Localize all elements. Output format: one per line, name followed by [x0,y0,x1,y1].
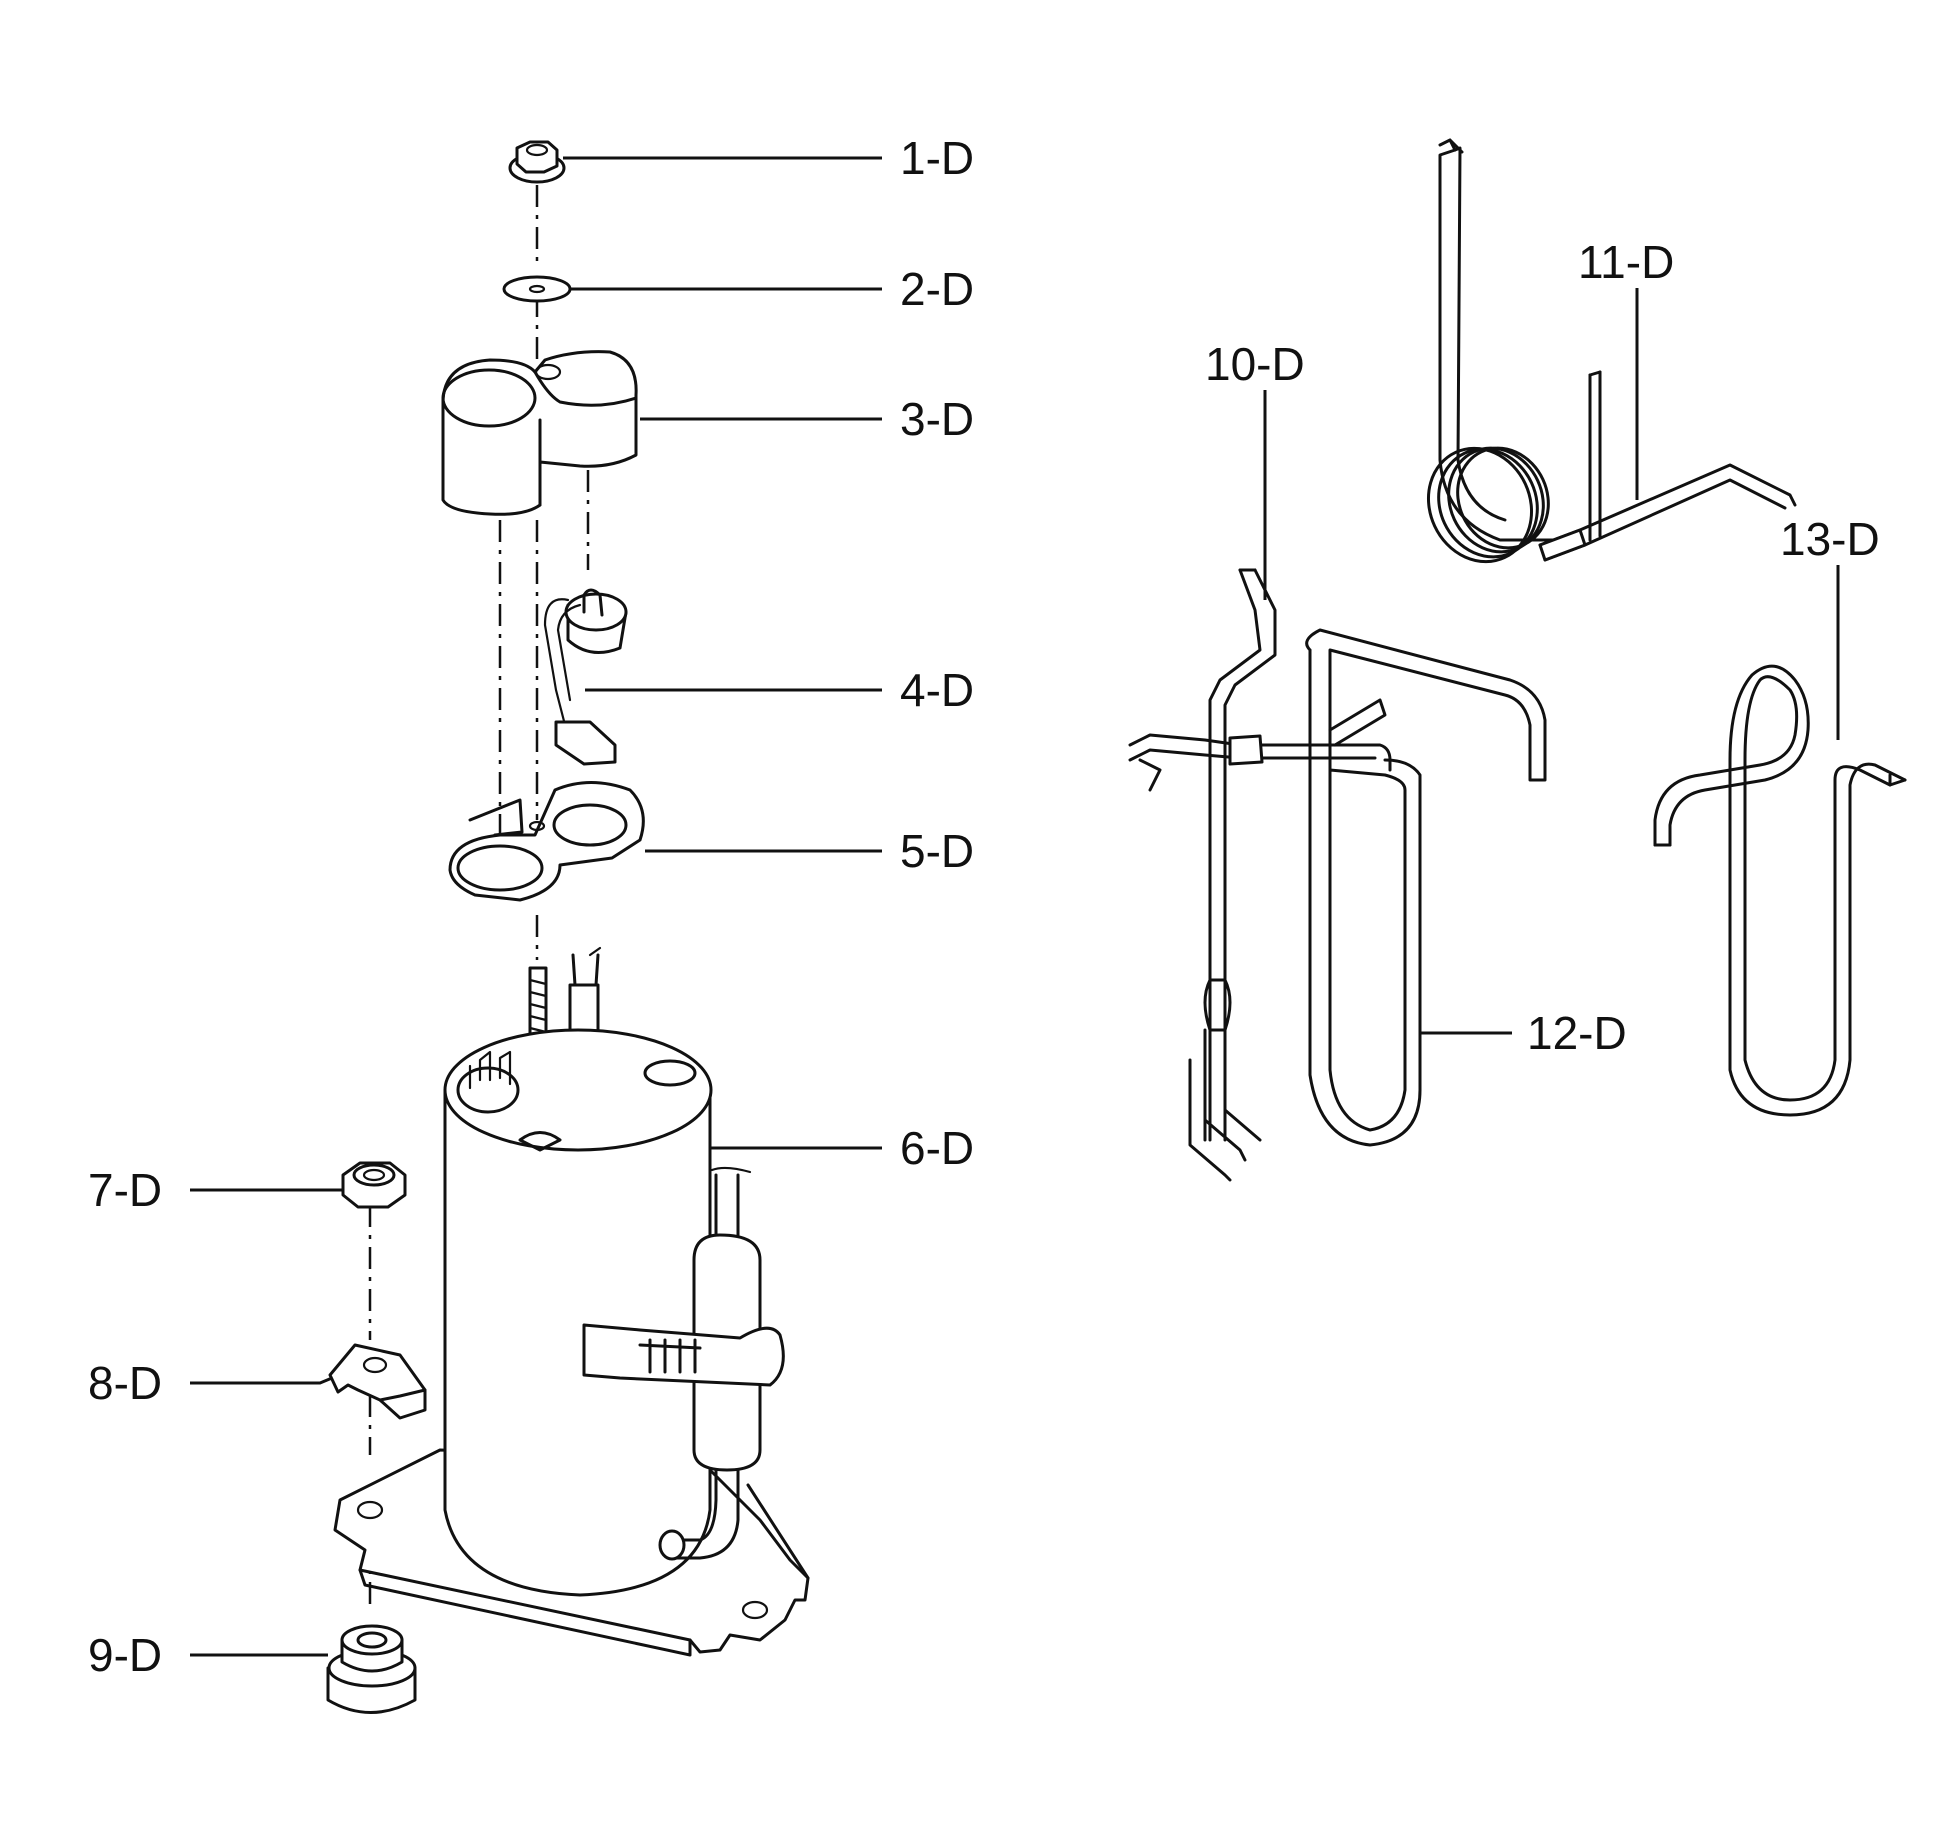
label-6-D: 6-D [900,1122,974,1174]
part-labels: 1-D 2-D 3-D 4-D 5-D 6-D 7-D 8-D 9-D 10-D… [88,132,1880,1681]
label-12-D: 12-D [1527,1007,1627,1059]
part-3-terminal-cover [441,350,638,516]
label-7-D: 7-D [88,1164,162,1216]
label-11-D: 11-D [1578,236,1674,288]
label-4-D: 4-D [900,664,974,716]
part-10-12-tube-assembly [1128,568,1547,1182]
part-6-compressor [333,1028,810,1657]
part-13-tube [1653,664,1907,1117]
label-10-D: 10-D [1205,338,1305,390]
part-1-flange-nut [508,140,566,184]
part-9-grommet [326,1624,417,1714]
tubing-parts [1128,138,1907,1182]
label-3-D: 3-D [900,393,974,445]
part-11-capillary-tube [1426,138,1797,564]
label-5-D: 5-D [900,825,974,877]
part-7-nut [341,1161,407,1209]
part-5-gasket [448,781,645,902]
label-2-D: 2-D [900,263,974,315]
compressor-assembly [326,140,810,1714]
part-8-bracket [328,1343,427,1420]
part-4-overload-protector [543,588,628,766]
part-2-washer [502,275,572,303]
label-9-D: 9-D [88,1629,162,1681]
label-13-D: 13-D [1780,513,1880,565]
label-1-D: 1-D [900,132,974,184]
leader-lines [190,156,1840,1657]
label-8-D: 8-D [88,1357,162,1409]
